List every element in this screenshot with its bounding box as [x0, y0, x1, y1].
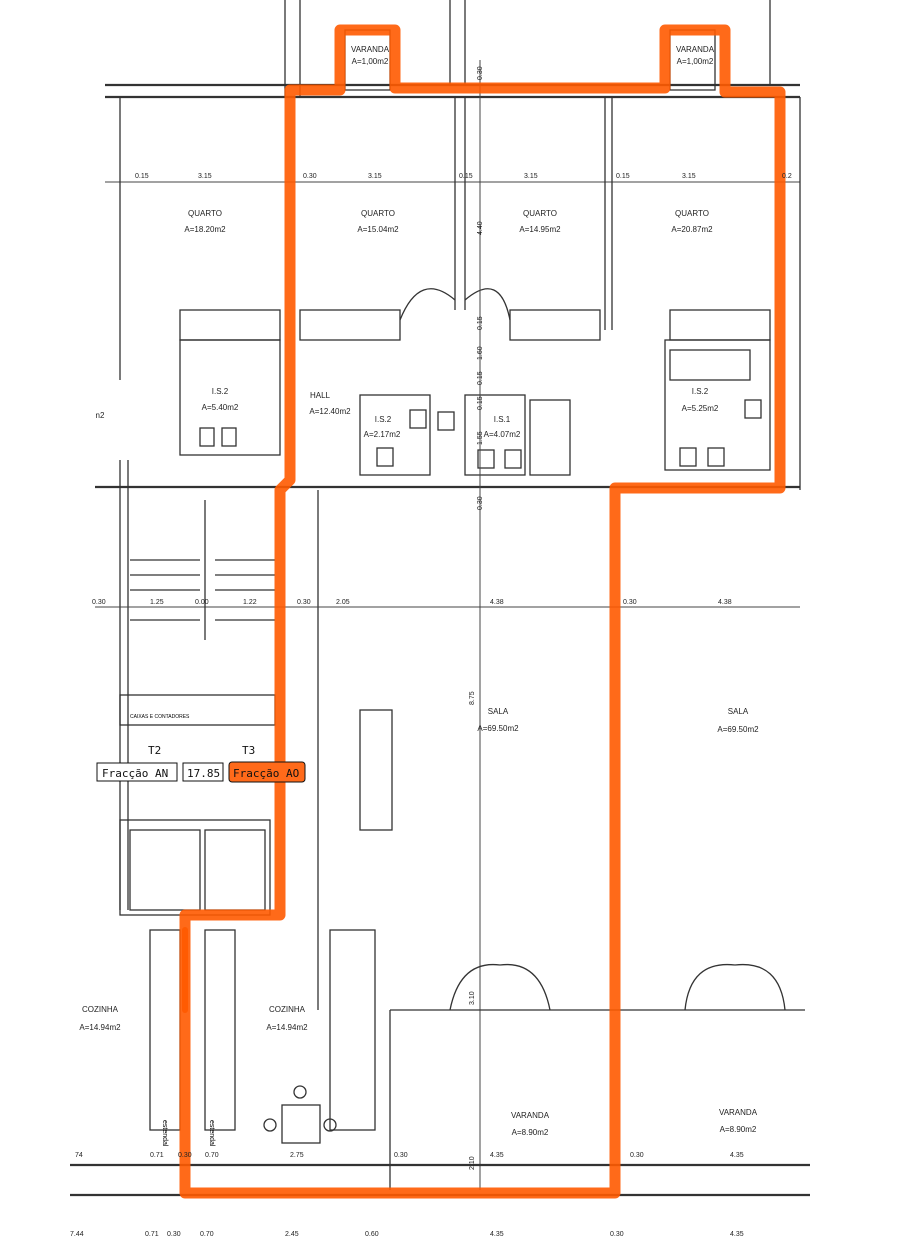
- room-area: A=5.25m2: [682, 404, 719, 413]
- room-name: QUARTO: [188, 209, 222, 218]
- estendal-label: estendal: [161, 1120, 168, 1147]
- dimension-label: 3.15: [198, 173, 212, 180]
- dimension-label: 0.30: [178, 1152, 192, 1159]
- dimension-label: 4.35: [490, 1231, 504, 1238]
- dimension-label: 2.05: [336, 599, 350, 606]
- dimension-label: 0.71: [150, 1152, 164, 1159]
- room-name: COZINHA: [269, 1005, 306, 1014]
- unit-boundary-highlight: [179, 24, 786, 1199]
- room-name: SALA: [728, 707, 749, 716]
- dimension-label: 4.40: [477, 221, 484, 235]
- room-area: A=5.40m2: [202, 403, 239, 412]
- room-name: I.S.1: [494, 415, 511, 424]
- dimension-label: 0.15: [477, 396, 484, 410]
- dimension-label: 3.10: [469, 991, 476, 1005]
- unit-labels: CAIXAS E CONTADORES T2 T3 Fracção AN 17.…: [96, 714, 306, 1147]
- room-name: HALL: [310, 391, 331, 400]
- dimension-label: 74: [75, 1152, 83, 1159]
- dimension-label: 0.30: [297, 599, 311, 606]
- room-name: COZINHA: [82, 1005, 119, 1014]
- room-name: SALA: [488, 707, 509, 716]
- dimension-label: 2.45: [285, 1231, 299, 1238]
- dimension-label: 1.25: [150, 599, 164, 606]
- dimension-label: 2.75: [290, 1152, 304, 1159]
- dimension-label: 4.35: [730, 1152, 744, 1159]
- room-name: QUARTO: [675, 209, 709, 218]
- dimension-label: 3.15: [524, 173, 538, 180]
- dimension-label: 0.2: [782, 173, 792, 180]
- fraction-ao-label: Fracção AO: [233, 767, 299, 780]
- dimension-label: 0.15: [616, 173, 630, 180]
- room-area: A=69.50m2: [717, 725, 759, 734]
- dimension-label: 3.15: [368, 173, 382, 180]
- room-area: A=12.40m2: [309, 407, 351, 416]
- dimension-label: 4.35: [490, 1152, 504, 1159]
- dimension-label: 1.55: [477, 431, 484, 445]
- room-area: A=1,00m2: [677, 57, 714, 66]
- dimension-label: 0.15: [477, 316, 484, 330]
- dimension-label: 8.75: [469, 691, 476, 705]
- room-name: QUARTO: [523, 209, 557, 218]
- dimension-label: 2.10: [469, 1156, 476, 1170]
- dimension-label: 0.15: [459, 173, 473, 180]
- dimension-label: 4.38: [718, 599, 732, 606]
- room-name: VARANDA: [676, 45, 715, 54]
- room-area: A=8.90m2: [512, 1128, 549, 1137]
- dimension-label: 1.60: [477, 346, 484, 360]
- room-area: A=4.07m2: [484, 430, 521, 439]
- room-name: I.S.2: [692, 387, 709, 396]
- estendal-label: estendal: [208, 1120, 215, 1147]
- room-name: VARANDA: [351, 45, 390, 54]
- room-name: VARANDA: [511, 1111, 550, 1120]
- room-name: I.S.2: [375, 415, 392, 424]
- dimension-label: 0.60: [365, 1231, 379, 1238]
- dimension-label: 3.15: [682, 173, 696, 180]
- room-area: A=2.17m2: [364, 430, 401, 439]
- room-area: A=15.04m2: [357, 225, 399, 234]
- dimension-label: 4.38: [490, 599, 504, 606]
- t3-label: T3: [242, 744, 255, 757]
- dimension-label: 4.35: [730, 1231, 744, 1238]
- dimension-label: 7.44: [70, 1231, 84, 1238]
- dimension-label: 0.70: [200, 1231, 214, 1238]
- room-name: I.S.2: [212, 387, 229, 396]
- dimension-label: 0.15: [135, 173, 149, 180]
- dimension-label: 0.30: [477, 496, 484, 510]
- room-area: A=20.87m2: [671, 225, 713, 234]
- dimension-label: 0.30: [394, 1152, 408, 1159]
- dimension-label: 0.00: [195, 599, 209, 606]
- room-area: A=14.94m2: [79, 1023, 121, 1032]
- t2-label: T2: [148, 744, 161, 757]
- dimension-label: 0.71: [145, 1231, 159, 1238]
- dimension-label: 0.30: [623, 599, 637, 606]
- dimension-label: 0.70: [205, 1152, 219, 1159]
- dimension-label: 0.30: [630, 1152, 644, 1159]
- room-labels: VARANDA A=1,00m2 VARANDA A=1,00m2 QUARTO A=…: [79, 45, 759, 1137]
- room-name: QUARTO: [361, 209, 395, 218]
- dimension-label: 0.15: [477, 371, 484, 385]
- partial-label: n2: [96, 411, 105, 420]
- dimension-label: 0.30: [167, 1231, 181, 1238]
- room-name: VARANDA: [719, 1108, 758, 1117]
- dimension-label: 0.30: [610, 1231, 624, 1238]
- room-area: A=14.95m2: [519, 225, 561, 234]
- room-area: A=1,00m2: [352, 57, 389, 66]
- dimension-label: 0.30: [303, 173, 317, 180]
- dimension-label: 1.22: [243, 599, 257, 606]
- walls: [70, 0, 810, 1197]
- fraction-an-label: Fracção AN: [102, 767, 168, 780]
- dimension-label: 0.30: [92, 599, 106, 606]
- room-area: A=18.20m2: [184, 225, 226, 234]
- stair-label: CAIXAS E CONTADORES: [130, 714, 190, 720]
- room-area: A=14.94m2: [266, 1023, 308, 1032]
- room-area: A=8.90m2: [720, 1125, 757, 1134]
- dimension-label: 0.30: [477, 66, 484, 80]
- stairs: [130, 500, 275, 640]
- fraction-area-label: 17.85: [187, 767, 220, 780]
- room-area: A=69.50m2: [477, 724, 519, 733]
